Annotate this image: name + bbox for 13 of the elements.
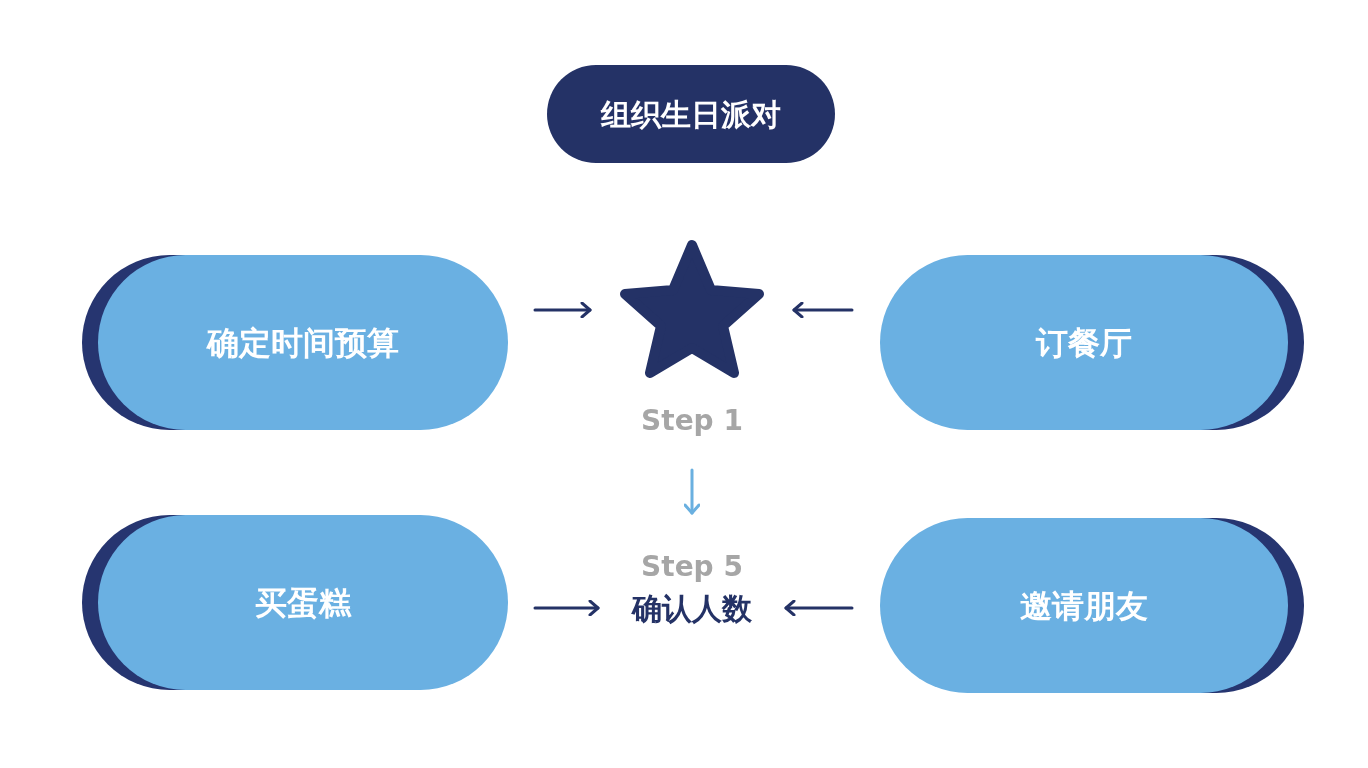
node-label: 买蛋糕 [255, 582, 351, 624]
node-label: 订餐厅 [1036, 322, 1132, 364]
arrow [533, 599, 600, 617]
step-label: Step 1 [640, 403, 744, 439]
arrow [533, 301, 592, 319]
node-label: 确认人数 [632, 589, 752, 628]
node-label: 邀请朋友 [1020, 585, 1148, 627]
node-label: 确定时间预算 [207, 322, 399, 364]
arrow [683, 468, 701, 515]
step-label: Step 5 [640, 549, 744, 585]
arrow [792, 301, 854, 319]
node-label: 组织生日派对 [601, 95, 781, 134]
arrow [784, 599, 854, 617]
